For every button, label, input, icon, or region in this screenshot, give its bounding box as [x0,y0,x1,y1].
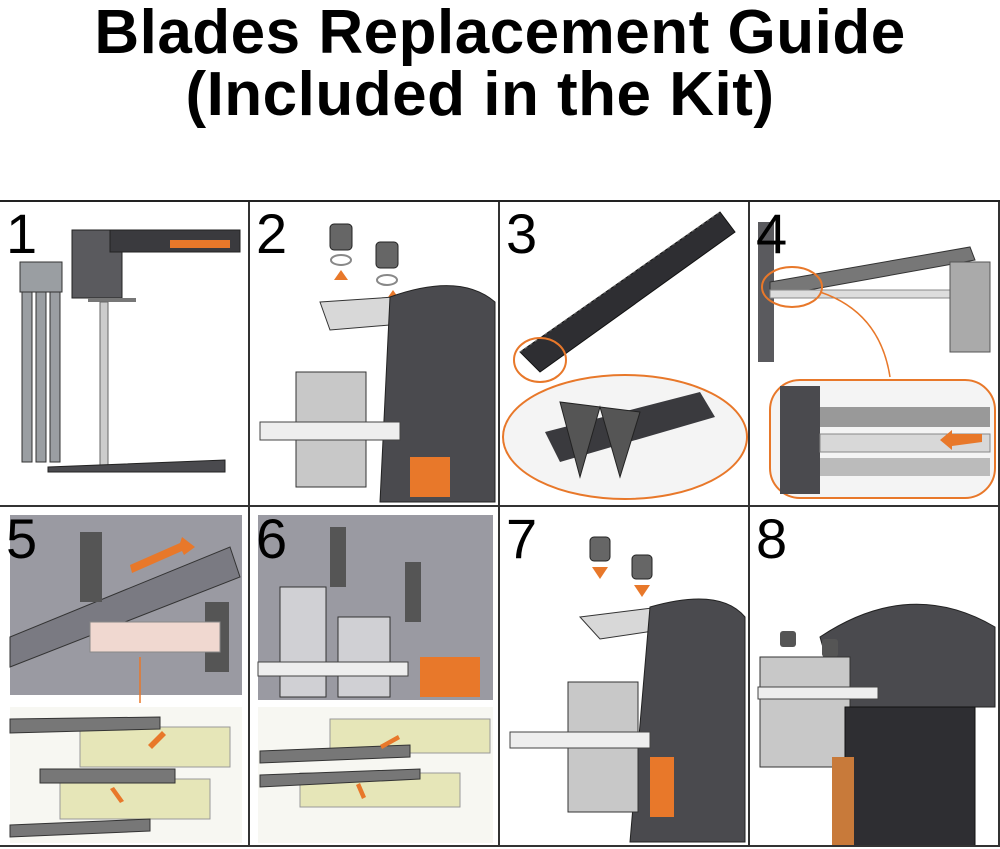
step-6-number: 6 [256,507,288,570]
steps-grid: 1 2 [0,200,1000,847]
assembled-knife-illustration [757,603,996,845]
step-5-number: 5 [6,507,38,570]
step-1-panel: 1 [0,202,250,507]
step-1-number: 1 [6,202,38,265]
step-2-number: 2 [256,202,288,265]
step-6-panel: 6 [250,507,500,847]
step-2-panel: 2 [250,202,500,507]
step-4-panel: 4 [750,202,1000,507]
guide-title-line-1: Blades Replacement Guide [94,0,906,67]
step-4-number: 4 [756,202,788,265]
guide-title-line-2: (Included in the Kit) [185,60,775,129]
insert-blade-illustration [758,222,996,499]
remove-screws-illustration [259,223,496,503]
step-8-panel: 8 [750,507,1000,847]
align-blade-illustration [257,515,493,843]
step-3-number: 3 [506,202,538,265]
step-8-number: 8 [756,507,788,570]
blades-and-stand-illustration [19,229,241,473]
step-7-panel: 7 [500,507,750,847]
slide-blade-illustration [9,515,242,843]
step-5-panel: 5 [0,507,250,847]
serrated-blade-illustration [502,211,748,500]
replace-plate-illustration [509,536,746,843]
step-7-number: 7 [506,507,538,570]
step-3-panel: 3 [500,202,750,507]
